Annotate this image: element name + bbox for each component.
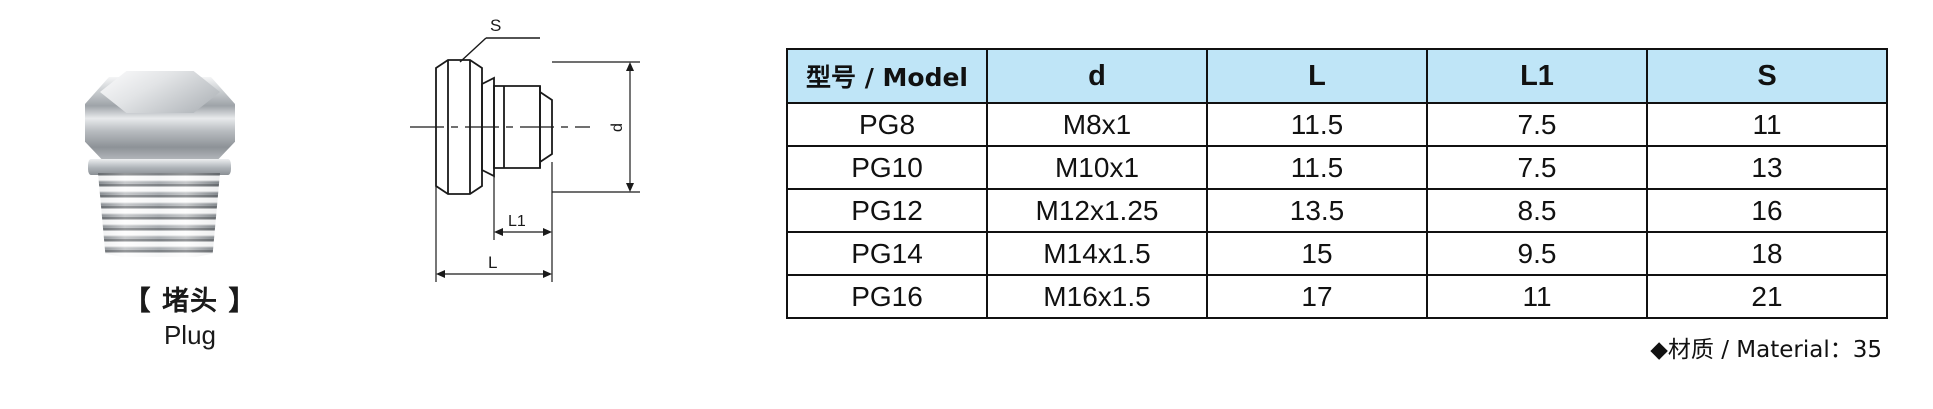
d-arrow-top <box>626 62 634 71</box>
table-body: PG8 M8x1 11.5 7.5 11 PG10 M10x1 11.5 7.5… <box>786 102 1888 319</box>
cell-l1: 9.5 <box>1426 231 1648 276</box>
threaded-shank-shape <box>98 173 220 257</box>
d-arrow-bottom <box>626 183 634 192</box>
cell-s: 21 <box>1646 274 1888 319</box>
column-header-s: S <box>1646 48 1888 104</box>
cell-d: M10x1 <box>986 145 1208 190</box>
specification-table: 型号 / Model d L L1 S PG8 M8x1 11.5 7.5 11… <box>786 48 1888 319</box>
l-arrow-right <box>543 270 552 278</box>
cell-model: PG8 <box>786 102 988 147</box>
plug-technical-drawing: S d L1 <box>410 16 640 282</box>
dimension-label-l1: L1 <box>508 213 526 230</box>
cell-l1: 8.5 <box>1426 188 1648 233</box>
column-header-d: d <box>986 48 1208 104</box>
l1-arrow-left <box>494 228 503 236</box>
product-photo-panel: 【 堵头 】 Plug <box>0 0 380 409</box>
cell-l: 11.5 <box>1206 145 1428 190</box>
table-row: PG12 M12x1.25 13.5 8.5 16 <box>786 188 1888 233</box>
product-name-en: Plug <box>163 320 217 350</box>
cell-model: PG14 <box>786 231 988 276</box>
s-leader-line <box>459 37 487 63</box>
product-name-cn: 【 堵头 】 <box>123 286 257 317</box>
cell-s: 16 <box>1646 188 1888 233</box>
column-header-model: 型号 / Model <box>786 48 988 104</box>
table-header: 型号 / Model d L L1 S <box>786 48 1888 104</box>
cell-l: 11.5 <box>1206 102 1428 147</box>
cell-model: PG16 <box>786 274 988 319</box>
hex-head-top-face <box>100 71 220 113</box>
cell-s: 11 <box>1646 102 1888 147</box>
cell-s: 18 <box>1646 231 1888 276</box>
cell-l1: 11 <box>1426 274 1648 319</box>
material-note: ◆材质 / Material：35 <box>1650 337 1882 363</box>
hex-body-outline <box>435 59 483 195</box>
dimension-label-s: S <box>490 16 501 35</box>
product-caption: 【 堵头 】 Plug <box>0 285 380 351</box>
plug-collar-shape <box>88 159 231 175</box>
cell-d: M12x1.25 <box>986 188 1208 233</box>
table-header-row: 型号 / Model d L L1 S <box>786 48 1888 104</box>
l1-arrow-right <box>543 228 552 236</box>
cell-l1: 7.5 <box>1426 145 1648 190</box>
cell-l: 13.5 <box>1206 188 1428 233</box>
dimension-label-l: L <box>488 253 497 272</box>
cell-l: 15 <box>1206 231 1428 276</box>
l-arrow-left <box>436 270 445 278</box>
cell-l1: 7.5 <box>1426 102 1648 147</box>
table-row: PG16 M16x1.5 17 11 21 <box>786 274 1888 319</box>
cell-model: PG10 <box>786 145 988 190</box>
cell-d: M16x1.5 <box>986 274 1208 319</box>
cell-d: M8x1 <box>986 102 1208 147</box>
table-row: PG14 M14x1.5 15 9.5 18 <box>786 231 1888 276</box>
table-row: PG10 M10x1 11.5 7.5 13 <box>786 145 1888 190</box>
table-row: PG8 M8x1 11.5 7.5 11 <box>786 102 1888 147</box>
spec-table-panel: 型号 / Model d L L1 S PG8 M8x1 11.5 7.5 11… <box>786 48 1888 319</box>
cell-l: 17 <box>1206 274 1428 319</box>
dimension-label-d: d <box>609 123 626 132</box>
column-header-l: L <box>1206 48 1428 104</box>
column-header-l1: L1 <box>1426 48 1648 104</box>
technical-drawing-panel: S d L1 <box>390 0 770 409</box>
cell-s: 13 <box>1646 145 1888 190</box>
cell-model: PG12 <box>786 188 988 233</box>
plug-photo <box>60 55 310 270</box>
cell-d: M14x1.5 <box>986 231 1208 276</box>
